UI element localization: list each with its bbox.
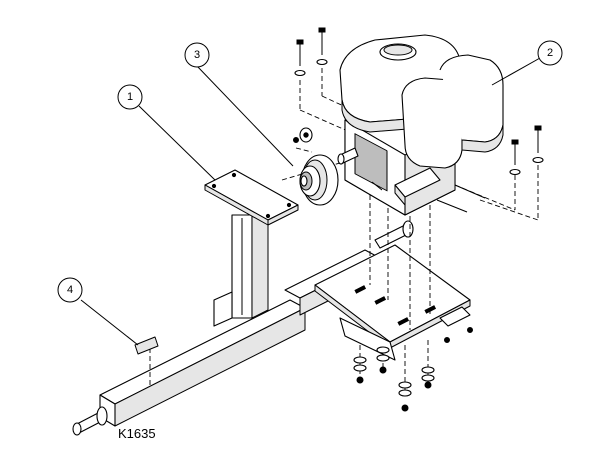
frame-assembly <box>72 169 471 436</box>
callout-4: 4 <box>57 277 83 303</box>
bottom-hardware <box>353 327 473 412</box>
callout-1-label: 1 <box>127 91 133 103</box>
callout-2-label: 2 <box>547 47 553 59</box>
callout-4-label: 4 <box>67 284 73 296</box>
callout-1: 1 <box>117 84 143 110</box>
callout-3-label: 3 <box>194 49 200 61</box>
engine <box>337 34 504 216</box>
pulley <box>293 127 339 206</box>
callout-3: 3 <box>184 42 210 68</box>
engine-top-bolts <box>294 27 544 213</box>
callout-leaders <box>80 57 541 346</box>
part-code-label: K1635 <box>118 426 156 441</box>
decal <box>134 336 159 355</box>
callout-2: 2 <box>537 40 563 66</box>
